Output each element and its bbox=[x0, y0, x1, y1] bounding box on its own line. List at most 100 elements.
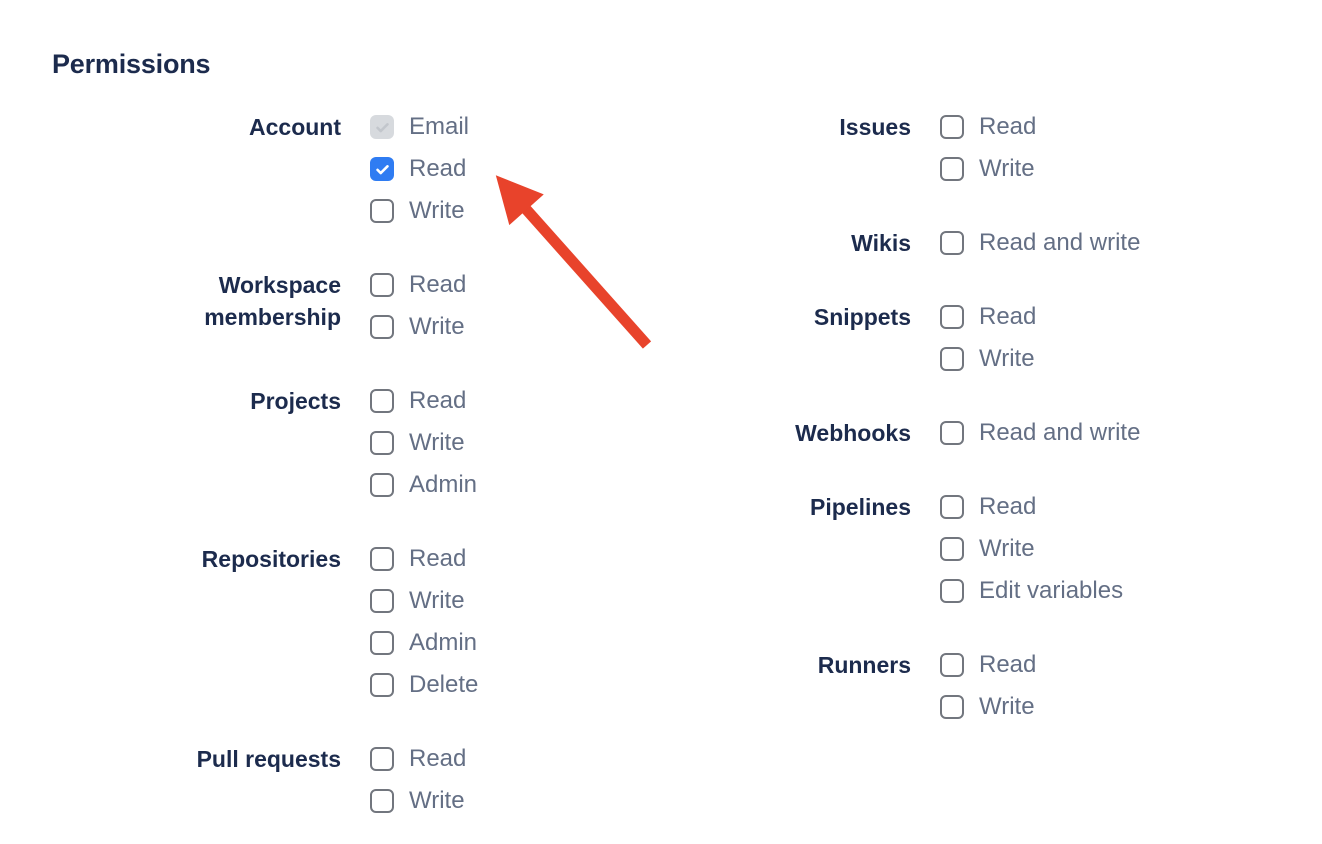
checkbox-label-pull-requests-write[interactable]: Write bbox=[409, 787, 465, 814]
checkbox-label-wikis-read-and-write[interactable]: Read and write bbox=[979, 229, 1141, 256]
option-row: Read bbox=[370, 264, 466, 306]
option-row: Delete bbox=[370, 664, 478, 706]
checkbox-repositories-delete[interactable] bbox=[370, 673, 394, 697]
checkbox-workspace-membership-read[interactable] bbox=[370, 273, 394, 297]
checkbox-label-projects-admin[interactable]: Admin bbox=[409, 471, 478, 498]
checkbox-label-account-write[interactable]: Write bbox=[409, 197, 465, 224]
option-row: Edit variables bbox=[940, 570, 1123, 612]
checkbox-label-runners-read[interactable]: Read bbox=[979, 651, 1037, 678]
option-row: Write bbox=[370, 780, 466, 822]
option-row: Read bbox=[370, 148, 469, 190]
checkbox-runners-write[interactable] bbox=[940, 695, 964, 719]
page-title: Permissions bbox=[52, 49, 211, 79]
option-row: Write bbox=[940, 148, 1036, 190]
checkbox-label-issues-write[interactable]: Write bbox=[979, 155, 1035, 182]
checkbox-account-read[interactable] bbox=[370, 157, 394, 181]
group-label-webhooks: Webhooks bbox=[795, 420, 911, 446]
group-webhooks: Webhooks Read and write bbox=[660, 412, 1220, 454]
group-account: Account Email Read bbox=[52, 106, 660, 232]
group-runners: Runners Read Write bbox=[660, 644, 1220, 728]
checkbox-pipelines-edit-variables[interactable] bbox=[940, 579, 964, 603]
checkbox-label-snippets-write[interactable]: Write bbox=[979, 345, 1035, 372]
group-label-issues: Issues bbox=[839, 114, 911, 140]
checkbox-label-runners-write[interactable]: Write bbox=[979, 693, 1035, 720]
option-row: Write bbox=[940, 686, 1036, 728]
checkbox-issues-write[interactable] bbox=[940, 157, 964, 181]
checkbox-label-repositories-delete[interactable]: Delete bbox=[409, 671, 479, 698]
checkbox-label-workspace-membership-write[interactable]: Write bbox=[409, 313, 465, 340]
group-projects: Projects Read Write bbox=[52, 380, 660, 506]
checkbox-label-pipelines-write[interactable]: Write bbox=[979, 535, 1035, 562]
group-label-workspace-membership: Workspace membership bbox=[204, 272, 341, 330]
checkbox-pipelines-read[interactable] bbox=[940, 495, 964, 519]
checkbox-label-projects-write[interactable]: Write bbox=[409, 429, 465, 456]
group-workspace-membership: Workspace membership Read Wr bbox=[52, 264, 660, 348]
option-row: Write bbox=[370, 422, 477, 464]
group-label-runners: Runners bbox=[817, 652, 911, 678]
checkbox-label-snippets-read[interactable]: Read bbox=[979, 303, 1037, 330]
checkbox-snippets-write[interactable] bbox=[940, 347, 964, 371]
option-row: Read bbox=[370, 738, 466, 780]
group-repositories: Repositories Read Write bbox=[52, 538, 660, 706]
option-row: Write bbox=[940, 528, 1123, 570]
group-label-account: Account bbox=[249, 114, 341, 140]
group-wikis: Wikis Read and write bbox=[660, 222, 1220, 264]
checkbox-repositories-admin[interactable] bbox=[370, 631, 394, 655]
permissions-columns: Account Email Read bbox=[52, 106, 1322, 822]
permissions-form: Permissions Account Email bbox=[52, 49, 1322, 822]
checkbox-repositories-write[interactable] bbox=[370, 589, 394, 613]
option-row: Email bbox=[370, 106, 469, 148]
group-pull-requests: Pull requests Read Write bbox=[52, 738, 660, 822]
checkbox-projects-write[interactable] bbox=[370, 431, 394, 455]
checkbox-label-pipelines-edit-variables[interactable]: Edit variables bbox=[979, 577, 1124, 604]
group-label-projects: Projects bbox=[250, 388, 341, 414]
checkbox-issues-read[interactable] bbox=[940, 115, 964, 139]
checkbox-projects-admin[interactable] bbox=[370, 473, 394, 497]
checkbox-label-repositories-admin[interactable]: Admin bbox=[409, 629, 478, 656]
option-row: Read bbox=[370, 380, 477, 422]
group-issues: Issues Read Write bbox=[660, 106, 1220, 190]
checkbox-runners-read[interactable] bbox=[940, 653, 964, 677]
checkbox-label-issues-read[interactable]: Read bbox=[979, 113, 1037, 140]
checkbox-label-account-email: Email bbox=[409, 113, 470, 140]
checkbox-snippets-read[interactable] bbox=[940, 305, 964, 329]
checkbox-wikis-read-and-write[interactable] bbox=[940, 231, 964, 255]
checkbox-workspace-membership-write[interactable] bbox=[370, 315, 394, 339]
option-row: Read and write bbox=[940, 412, 1140, 454]
check-icon bbox=[375, 122, 389, 132]
group-label-pull-requests: Pull requests bbox=[196, 746, 341, 772]
checkbox-label-webhooks-read-and-write[interactable]: Read and write bbox=[979, 419, 1141, 446]
option-row: Read bbox=[940, 644, 1036, 686]
group-label-snippets: Snippets bbox=[813, 304, 911, 330]
checkbox-pull-requests-write[interactable] bbox=[370, 789, 394, 813]
checkbox-label-pipelines-read[interactable]: Read bbox=[979, 493, 1037, 520]
option-row: Admin bbox=[370, 622, 478, 664]
check-icon bbox=[375, 164, 389, 174]
option-row: Write bbox=[370, 190, 469, 232]
group-pipelines: Pipelines Read Write bbox=[660, 486, 1220, 612]
checkbox-label-repositories-read[interactable]: Read bbox=[409, 545, 467, 572]
checkbox-projects-read[interactable] bbox=[370, 389, 394, 413]
group-label-pipelines: Pipelines bbox=[810, 494, 911, 520]
checkbox-label-pull-requests-read[interactable]: Read bbox=[409, 745, 467, 772]
checkbox-label-workspace-membership-read[interactable]: Read bbox=[409, 271, 467, 298]
group-label-repositories: Repositories bbox=[201, 546, 341, 572]
checkbox-repositories-read[interactable] bbox=[370, 547, 394, 571]
checkbox-pull-requests-read[interactable] bbox=[370, 747, 394, 771]
checkbox-label-account-read[interactable]: Read bbox=[409, 155, 467, 182]
option-row: Read and write bbox=[940, 222, 1140, 264]
checkbox-webhooks-read-and-write[interactable] bbox=[940, 421, 964, 445]
option-row: Read bbox=[940, 106, 1036, 148]
group-snippets: Snippets Read Write bbox=[660, 296, 1220, 380]
option-row: Read bbox=[370, 538, 478, 580]
checkbox-account-email bbox=[370, 115, 394, 139]
group-label-wikis: Wikis bbox=[851, 230, 911, 256]
checkbox-label-projects-read[interactable]: Read bbox=[409, 387, 467, 414]
option-row: Write bbox=[370, 580, 478, 622]
checkbox-label-repositories-write[interactable]: Write bbox=[409, 587, 465, 614]
option-row: Write bbox=[940, 338, 1036, 380]
option-row: Read bbox=[940, 486, 1123, 528]
checkbox-account-write[interactable] bbox=[370, 199, 394, 223]
checkbox-pipelines-write[interactable] bbox=[940, 537, 964, 561]
option-row: Write bbox=[370, 306, 466, 348]
